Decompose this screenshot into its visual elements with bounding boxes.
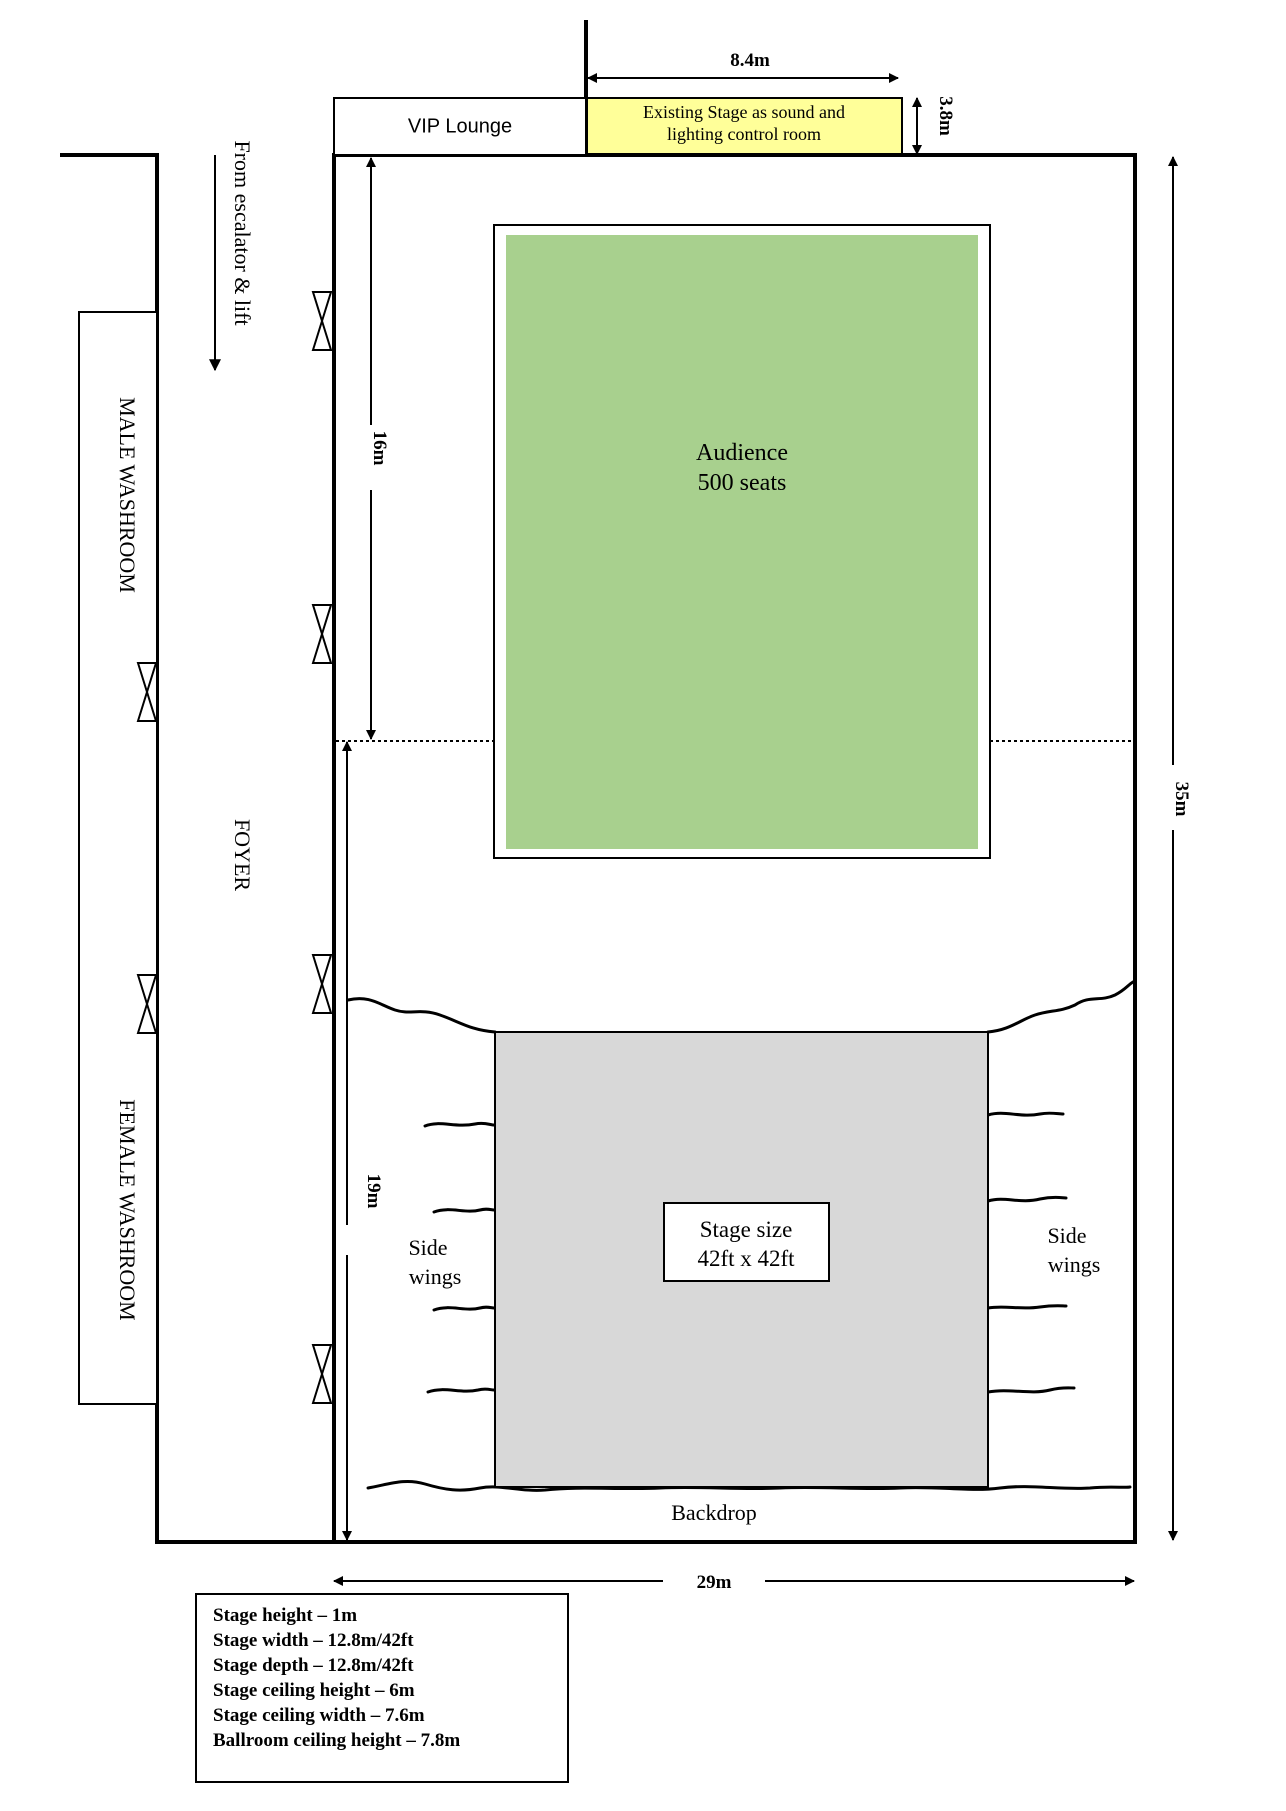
audience-label: Audience (696, 440, 788, 466)
stage-size-value: 42ft x 42ft (697, 1246, 795, 1271)
spec-stage-depth: Stage depth – 12.8m/42ft (213, 1655, 414, 1676)
control-room: Existing Stage as sound and lighting con… (586, 97, 903, 155)
spec-stage-width: Stage width – 12.8m/42ft (213, 1630, 414, 1651)
stage: Stage size 42ft x 42ft (494, 1031, 989, 1488)
wing-curtain-left-3 (432, 1305, 496, 1312)
front-curtain-left (346, 997, 497, 1034)
stage-size-box (663, 1202, 830, 1282)
spec-stage-height: Stage height – 1m (213, 1605, 357, 1626)
washrooms: MALE WASHROOM FEMALE WASHROOM (78, 311, 158, 1405)
foyer-label: FOYER (230, 819, 255, 891)
door-female-washroom (136, 974, 158, 1034)
foyer: FOYER From escalator & lift (209, 140, 255, 891)
wing-curtain-left-4 (426, 1387, 496, 1394)
side-wings-right-label-1: Side (1047, 1223, 1086, 1248)
stage-size-label: Stage size (700, 1217, 793, 1242)
control-room-label-line1: Existing Stage as sound and (643, 102, 845, 122)
curtains (346, 980, 1135, 1492)
vip-lounge-label: VIP Lounge (408, 115, 512, 137)
door-ballroom-3 (311, 954, 333, 1014)
female-washroom-label: FEMALE WASHROOM (115, 1099, 140, 1320)
male-washroom-label: MALE WASHROOM (115, 397, 140, 593)
front-curtain-right (986, 980, 1135, 1034)
side-wings-left-label-1: Side (408, 1235, 447, 1260)
spec-ballroom-ceiling-height: Ballroom ceiling height – 7.8m (213, 1730, 460, 1751)
control-room-label-line2: lighting control room (667, 124, 821, 144)
door-male-washroom (136, 662, 158, 722)
spec-stage-ceiling-width: Stage ceiling width – 7.6m (213, 1705, 425, 1726)
wing-curtain-left-1 (423, 1121, 496, 1128)
audience-area: Audience 500 seats (493, 224, 991, 859)
door-ballroom-2 (311, 604, 333, 664)
washroom-block (78, 311, 158, 1405)
dim-total-width-label: 29m (697, 1572, 732, 1593)
spec-box: Stage height – 1m Stage width – 12.8m/42… (195, 1593, 569, 1783)
wing-curtain-right-2 (986, 1195, 1068, 1203)
spec-stage-ceiling-height: Stage ceiling height – 6m (213, 1680, 415, 1701)
side-wings-left-label-2: wings (409, 1264, 462, 1289)
audience-seats: 500 seats (698, 470, 787, 496)
dimension-lines: 8.4m 3.8m 16m 19m 35m 29m (333, 50, 1192, 1593)
wing-curtain-right-3 (986, 1304, 1068, 1310)
dim-audience-depth-label: 16m (369, 431, 390, 466)
escalator-label: From escalator & lift (230, 140, 255, 325)
vip-lounge: VIP Lounge (333, 97, 587, 156)
wing-curtain-right-1 (986, 1111, 1065, 1117)
dim-stage-depth-label: 19m (363, 1174, 384, 1209)
wing-curtain-left-2 (432, 1207, 496, 1214)
dim-top-width-label: 8.4m (730, 50, 770, 71)
door-ballroom-1 (311, 291, 333, 351)
backdrop-curtain (366, 1480, 1132, 1492)
side-wings-right-label-2: wings (1048, 1252, 1101, 1277)
wing-curtain-right-4 (986, 1386, 1076, 1394)
dim-top-depth-label: 3.8m (935, 96, 956, 136)
doors (136, 291, 333, 1404)
door-ballroom-4 (311, 1344, 333, 1404)
backdrop-label: Backdrop (671, 1500, 757, 1525)
dim-total-depth-label: 35m (1171, 782, 1192, 817)
